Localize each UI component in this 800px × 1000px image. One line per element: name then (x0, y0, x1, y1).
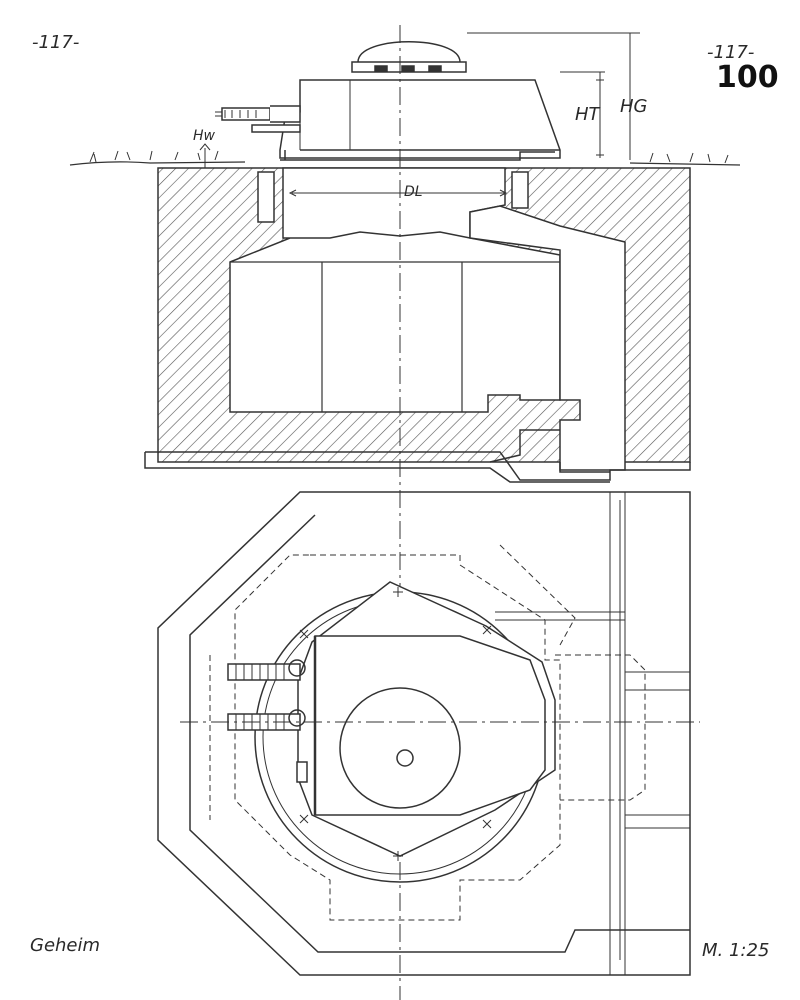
dim-hg: HG (620, 96, 648, 117)
page-number-right: -117- (707, 42, 755, 63)
section-view (69, 25, 741, 1000)
classification-label: Geheim (30, 935, 101, 956)
dim-hw: Hw (193, 128, 215, 144)
turret-section (215, 41, 561, 161)
ground-line (69, 150, 741, 166)
dim-ht: HT (575, 104, 600, 125)
cupola-plan (339, 687, 461, 809)
dim-dl: DL (404, 184, 423, 200)
page-number-left: -117- (32, 32, 80, 53)
outer-octagon (157, 491, 691, 976)
scale-label: M. 1:25 (702, 940, 770, 961)
plan-view (157, 491, 700, 976)
gun-barrels-plan (227, 659, 308, 783)
floor-slab (144, 451, 691, 483)
sheet-number: 100 (716, 60, 779, 95)
dimension-lines (199, 32, 640, 197)
